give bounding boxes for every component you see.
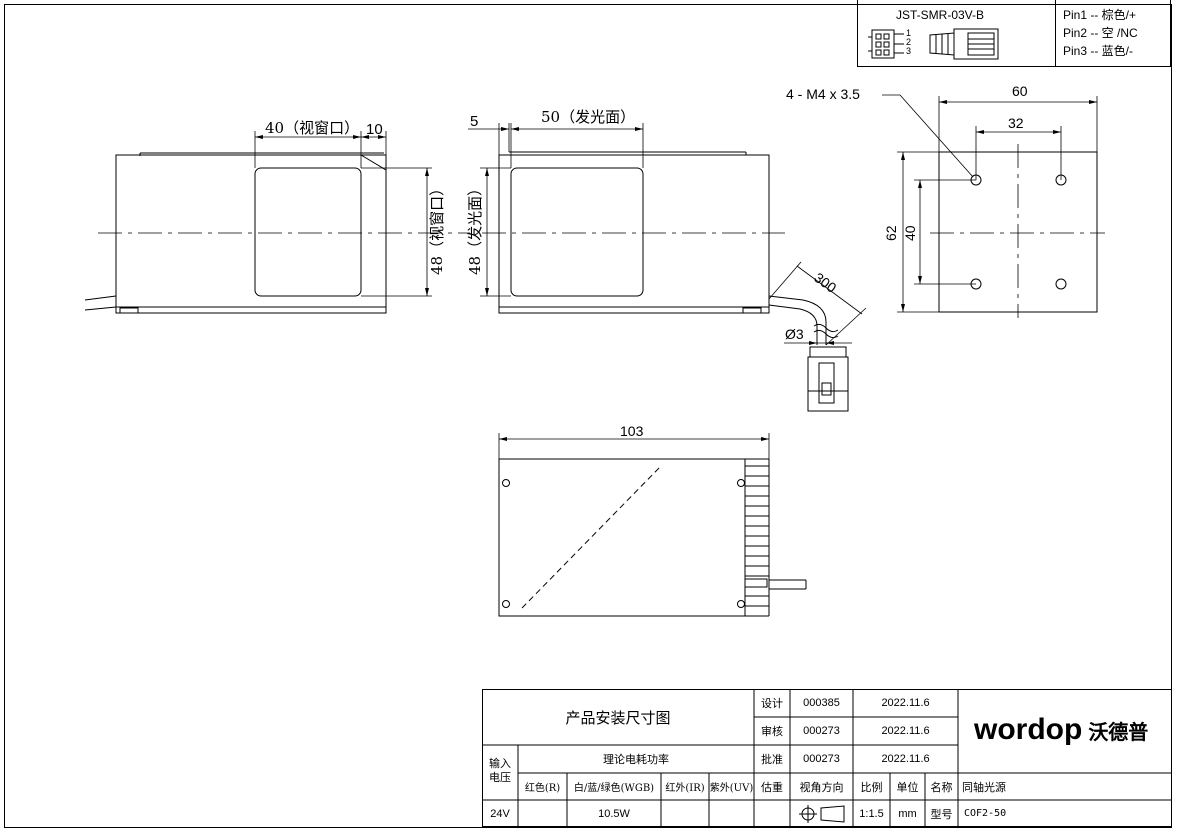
pin-number-1: 1	[906, 28, 912, 38]
title-block-grid	[482, 689, 1172, 827]
pin-number-3: 3	[906, 46, 912, 56]
dim-edge-offset: 5	[470, 113, 479, 130]
model-label: 型号	[930, 807, 953, 821]
side-view-dims	[882, 94, 1098, 313]
brand-chinese-name: 沃德普	[1088, 720, 1149, 744]
dim-total-length: 103	[620, 423, 644, 439]
dim-cable-diameter: Ø3	[785, 326, 804, 342]
pin2-label: Pin2 -- 空 /NC	[1063, 26, 1138, 40]
pin1-label: Pin1 -- 棕色/+	[1063, 8, 1137, 22]
power-header: 理论电耗功率	[603, 753, 669, 766]
title-block: 产品安装尺寸图 设计 000385 2022.11.6 审核 000273 20…	[482, 689, 1172, 827]
dim-hole-spec: 4 - M4 x 3.5	[786, 86, 860, 102]
unit-value: mm	[898, 807, 917, 820]
approve-date: 2022.11.6	[881, 753, 930, 765]
dim-emit-width: 50（发光面）	[541, 108, 636, 126]
review-label: 审核	[761, 725, 783, 738]
dim-window-height: 48（视窗口）	[428, 180, 446, 275]
design-label: 设计	[761, 697, 783, 710]
col-ir: 红外(IR)	[665, 783, 705, 794]
dim-side-width: 60	[1012, 83, 1028, 99]
approve-number: 000273	[803, 753, 840, 765]
col-weight: 估重	[761, 780, 783, 794]
brand-logo: wordop 沃德普	[974, 715, 1148, 745]
dim-hole-pitch-y: 40	[902, 225, 918, 241]
dim-window-width: 40（视窗口）	[265, 119, 360, 137]
bottom-view-dims	[498, 433, 770, 459]
col-view-direction: 视角方向	[799, 780, 844, 794]
top-view-dims	[468, 123, 867, 346]
col-wgb: 白/蓝/绿色(WGB)	[573, 783, 655, 794]
top-view	[498, 151, 849, 412]
col-uv: 紫外(UV)	[709, 783, 754, 794]
dimension-arrowheads	[255, 100, 1097, 441]
model-value: COF2-50	[964, 808, 1007, 819]
design-number: 000385	[803, 697, 840, 709]
legend-divider	[1055, 0, 1056, 66]
dim-window-offset: 10	[366, 121, 383, 138]
col-name: 名称	[930, 780, 953, 794]
voltage-value: 24V	[490, 807, 510, 820]
dim-side-height: 62	[883, 225, 899, 241]
col-red: 红色(R)	[524, 783, 561, 794]
dim-hole-pitch-x: 32	[1008, 115, 1024, 131]
centre-lines	[98, 144, 1105, 318]
connector-legend: JST-SMR-03V-B 1 2 3 Pin1 -- 棕色/+ Pin2 --…	[857, 0, 1171, 67]
pin-number-2: 2	[906, 37, 912, 47]
input-voltage-label: 输入 电压	[489, 757, 511, 784]
col-scale: 比例	[860, 780, 883, 794]
front-view-dims	[254, 131, 432, 297]
power-value: 10.5W	[598, 807, 630, 820]
bottom-view	[498, 458, 807, 617]
front-view	[84, 152, 387, 314]
review-date: 2022.11.6	[881, 725, 930, 737]
pin3-label: Pin3 -- 蓝色/-	[1063, 44, 1134, 58]
scale-value: 1:1.5	[859, 807, 884, 820]
connector-icon	[868, 28, 999, 60]
approve-label: 批准	[761, 753, 783, 766]
sheet-border	[4, 4, 1172, 828]
brand-wordmark: wordop	[974, 713, 1083, 746]
connector-model: JST-SMR-03V-B	[896, 8, 985, 22]
design-date: 2022.11.6	[881, 697, 930, 709]
review-number: 000273	[803, 725, 840, 737]
dim-emit-height: 48（发光面）	[466, 180, 484, 275]
name-value: 同轴光源	[962, 780, 1006, 794]
col-unit: 单位	[896, 780, 919, 794]
drawing-title: 产品安装尺寸图	[565, 708, 671, 727]
